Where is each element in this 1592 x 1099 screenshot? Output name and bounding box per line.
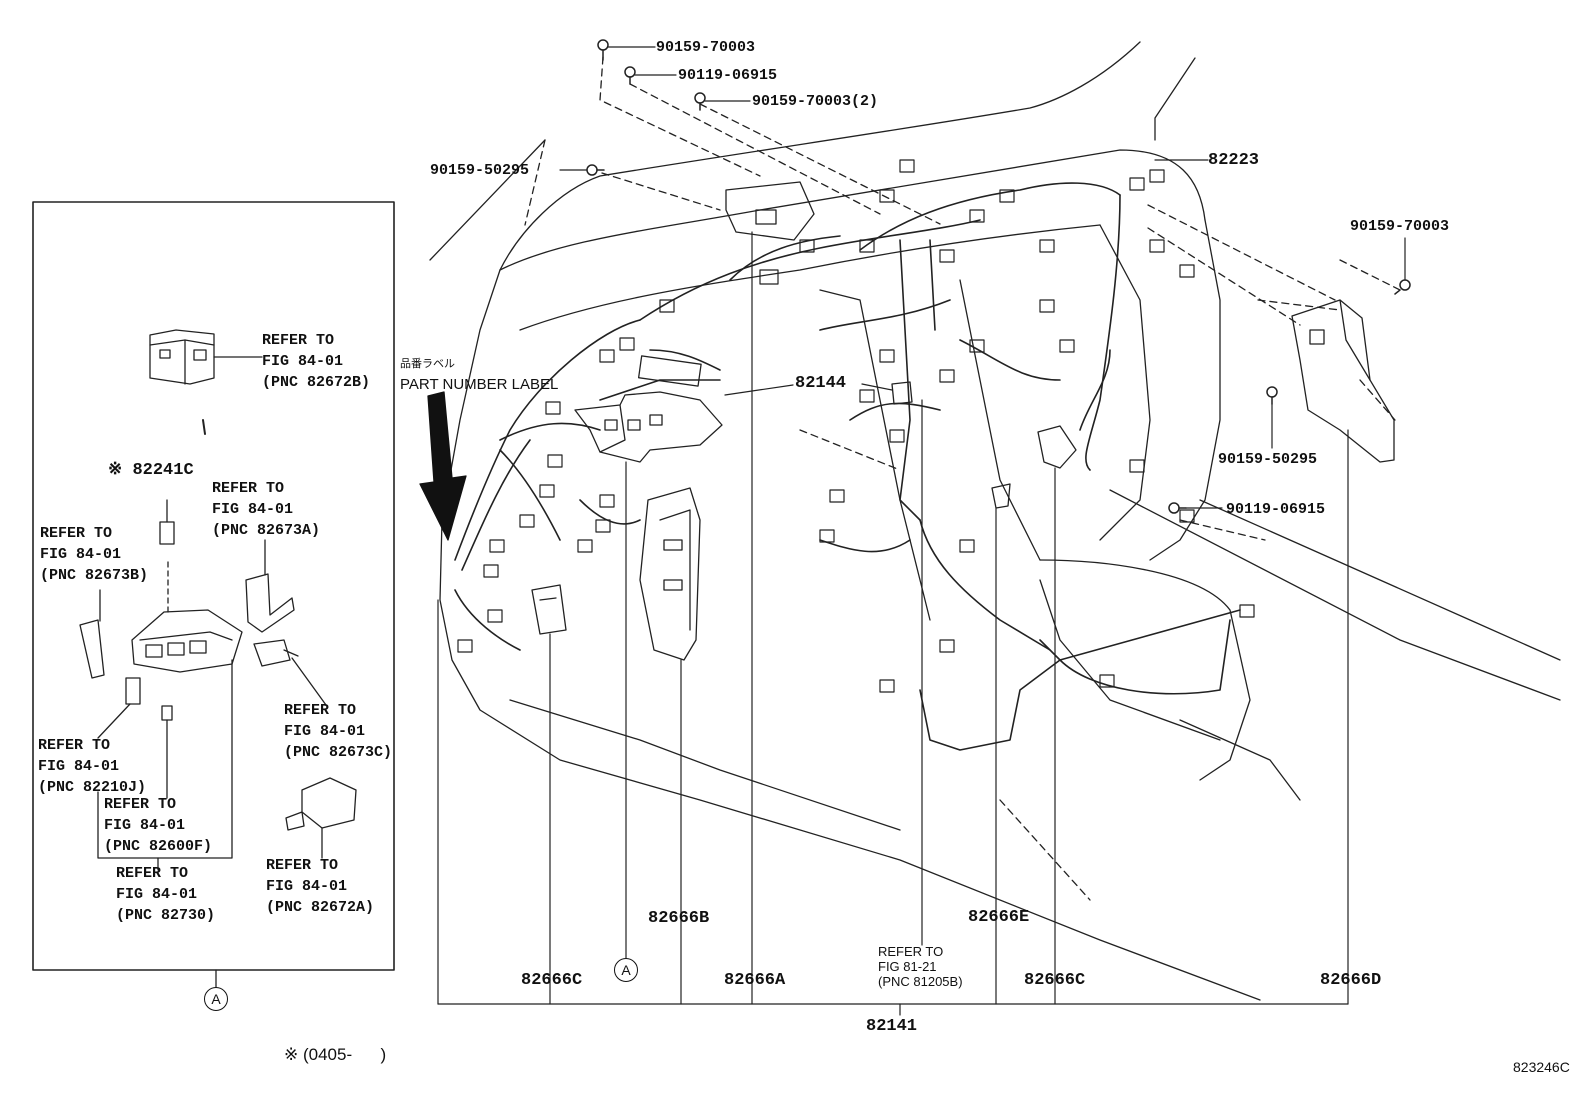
ref-line: (PNC 82210J) bbox=[38, 779, 147, 796]
inset-ref-82730: REFER TO FIG 84-01 (PNC 82730) bbox=[116, 863, 215, 926]
bracket-82666d bbox=[1291, 299, 1395, 463]
part-90159-70003-top: 90159-70003 bbox=[656, 39, 756, 56]
bolt-icons bbox=[586, 39, 1411, 514]
bracket-82673b bbox=[79, 589, 105, 679]
relay-82144 bbox=[891, 381, 913, 405]
part-82666c-right: 82666C bbox=[1024, 971, 1086, 990]
ecu-bracket-82666b bbox=[639, 487, 701, 661]
relay-block-82672b bbox=[149, 329, 263, 385]
inset-ref-82672a: REFER TO FIG 84-01 (PNC 82672A) bbox=[266, 855, 374, 918]
ref-line: FIG 81-21 bbox=[878, 959, 937, 974]
bracket-82666c-left bbox=[531, 584, 567, 635]
ref-line: REFER TO bbox=[878, 944, 944, 959]
ref-line: REFER TO bbox=[40, 525, 113, 542]
ref-line: REFER TO bbox=[212, 480, 285, 497]
part-90119-06915-top: 90119-06915 bbox=[678, 67, 778, 84]
bracket-82673a bbox=[245, 539, 295, 633]
part-90159-70003-right: 90159-70003 bbox=[1350, 218, 1450, 235]
ref-line: FIG 84-01 bbox=[262, 353, 344, 370]
bracket-82666c-right bbox=[1037, 425, 1077, 469]
ref-line: REFER TO bbox=[38, 737, 111, 754]
ref-line: (PNC 82672A) bbox=[266, 899, 375, 916]
leader-lines bbox=[437, 46, 1406, 1016]
fuse-82600f bbox=[161, 705, 173, 799]
part-82666c-left: 82666C bbox=[521, 971, 583, 990]
part-82144: 82144 bbox=[795, 374, 847, 393]
ref-line: FIG 84-01 bbox=[104, 817, 186, 834]
ref-line: REFER TO bbox=[104, 796, 177, 813]
part-82666a: 82666A bbox=[724, 971, 786, 990]
bracket-82673c bbox=[253, 639, 327, 706]
footnote: ※ (0405- ) bbox=[284, 1045, 387, 1064]
ref-line: REFER TO bbox=[284, 702, 357, 719]
inset-ref-82672b: REFER TO FIG 84-01 (PNC 82672B) bbox=[262, 330, 370, 393]
inset-ref-82600f: REFER TO FIG 84-01 (PNC 82600F) bbox=[104, 794, 212, 857]
relay-82210j bbox=[97, 677, 141, 739]
part-90159-50295-right: 90159-50295 bbox=[1218, 451, 1318, 468]
ref-line: (PNC 82673A) bbox=[212, 522, 321, 539]
arrow-icon bbox=[419, 391, 467, 541]
bracket-82666e bbox=[991, 483, 1011, 509]
part-90119-06915-right: 90119-06915 bbox=[1226, 501, 1326, 518]
wire-harness bbox=[454, 182, 1241, 751]
label-part-number: PART NUMBER LABEL bbox=[400, 376, 559, 393]
ref-line: FIG 84-01 bbox=[116, 886, 198, 903]
junction-block-inset bbox=[131, 559, 243, 673]
ref-line: REFER TO bbox=[116, 865, 189, 882]
dashboard-outline bbox=[429, 41, 1561, 1001]
inset-frame bbox=[32, 201, 395, 971]
ref-line: FIG 84-01 bbox=[212, 501, 294, 518]
ref-line: FIG 84-01 bbox=[266, 878, 348, 895]
label-jp: 品番ラベル bbox=[400, 358, 455, 370]
ref-line: (PNC 82673C) bbox=[284, 744, 393, 761]
ref-line: FIG 84-01 bbox=[40, 546, 122, 563]
inset-ref-82673a: REFER TO FIG 84-01 (PNC 82673A) bbox=[212, 478, 320, 541]
inset-ref-82673c: REFER TO FIG 84-01 (PNC 82673C) bbox=[284, 700, 392, 763]
part-82223: 82223 bbox=[1208, 151, 1260, 170]
part-82241c-label: ※ 82241C bbox=[108, 461, 194, 480]
main-circle-a: A bbox=[614, 958, 638, 982]
ref-line: REFER TO bbox=[266, 857, 339, 874]
main-ref-81205b: REFER TO FIG 81-21 (PNC 81205B) bbox=[878, 944, 963, 989]
ref-line: (PNC 82672B) bbox=[262, 374, 371, 391]
relay-82241c bbox=[159, 499, 175, 545]
part-82666b: 82666B bbox=[648, 909, 710, 928]
junction-block-main bbox=[574, 355, 723, 463]
connectors bbox=[457, 159, 1255, 693]
cover-82672a bbox=[285, 777, 357, 859]
dashed-leaders bbox=[524, 56, 1401, 901]
ref-line: FIG 84-01 bbox=[38, 758, 120, 775]
inset-ref-82210j: REFER TO FIG 84-01 (PNC 82210J) bbox=[38, 735, 146, 798]
inset-ref-82673b: REFER TO FIG 84-01 (PNC 82673B) bbox=[40, 523, 148, 586]
relay-82666a bbox=[725, 181, 815, 241]
ref-line: (PNC 82730) bbox=[116, 907, 216, 924]
illustration-code: 823246C bbox=[1513, 1059, 1570, 1075]
part-90159-50295-left: 90159-50295 bbox=[430, 162, 530, 179]
ref-line: (PNC 82673B) bbox=[40, 567, 149, 584]
inset-circle-a: A bbox=[204, 987, 228, 1011]
part-82666e: 82666E bbox=[968, 908, 1030, 927]
ref-line: (PNC 82600F) bbox=[104, 838, 213, 855]
ref-line: (PNC 81205B) bbox=[878, 974, 963, 989]
part-82141: 82141 bbox=[866, 1017, 918, 1036]
part-90159-70003-2: 90159-70003(2) bbox=[752, 93, 879, 110]
ref-line: FIG 84-01 bbox=[284, 723, 366, 740]
ref-line: REFER TO bbox=[262, 332, 335, 349]
part-82666d: 82666D bbox=[1320, 971, 1382, 990]
